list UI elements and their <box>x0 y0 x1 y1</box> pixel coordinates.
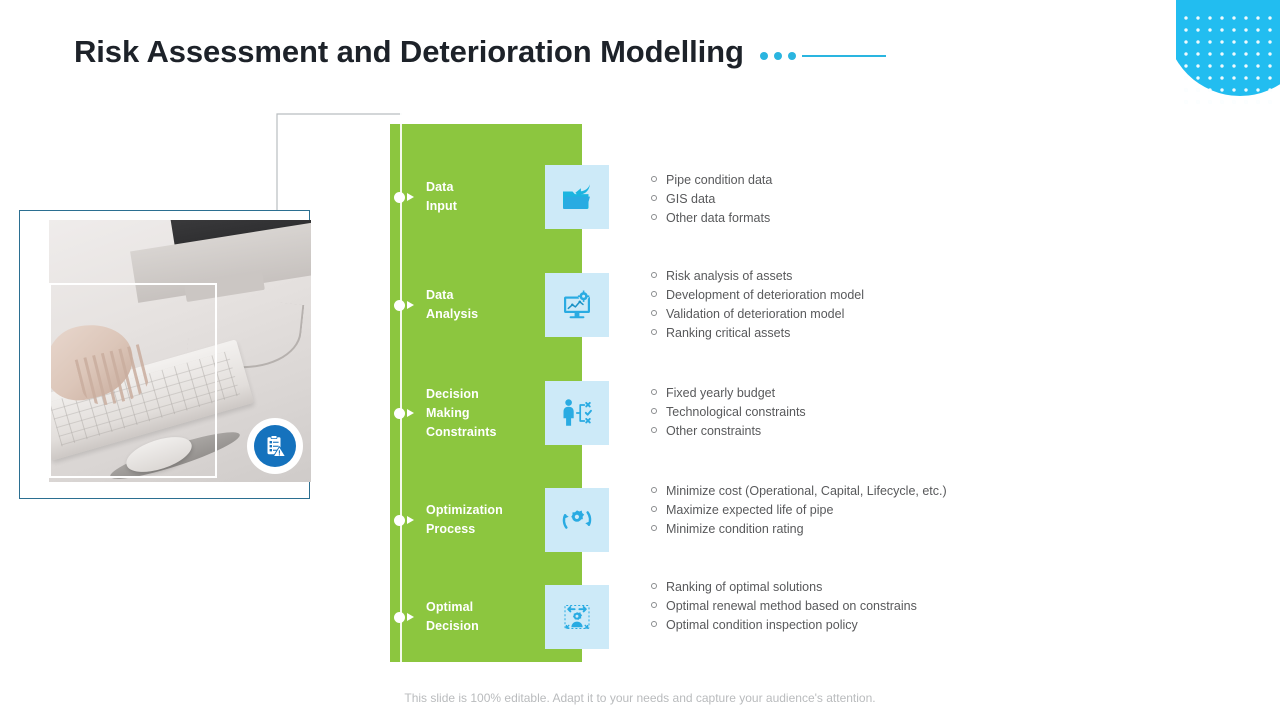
bullet-marker-icon <box>651 389 657 395</box>
footer-note: This slide is 100% editable. Adapt it to… <box>404 691 876 705</box>
list-item: Optimal renewal method based on constrai… <box>651 597 917 616</box>
bullet-marker-icon <box>651 195 657 201</box>
bullet-list-data-input: Pipe condition data GIS data Other data … <box>651 171 772 228</box>
risk-badge <box>247 418 303 474</box>
bullet-marker-icon <box>651 329 657 335</box>
accent-rule <box>801 55 886 57</box>
list-item: Ranking critical assets <box>651 324 864 343</box>
accent-dot-icon <box>787 52 796 60</box>
person-decision-tree-icon <box>545 381 609 445</box>
step-marker-icon <box>394 407 414 419</box>
step-marker-icon <box>394 191 414 203</box>
bullet-marker-icon <box>651 272 657 278</box>
list-item: GIS data <box>651 190 772 209</box>
open-folder-icon <box>545 165 609 229</box>
person-gear-arrows-icon <box>545 585 609 649</box>
bullet-list-data-analysis: Risk analysis of assets Development of d… <box>651 267 864 343</box>
bullet-marker-icon <box>651 487 657 493</box>
list-item: Development of deterioration model <box>651 286 864 305</box>
bullet-list-optimization-process: Minimize cost (Operational, Capital, Lif… <box>651 482 947 539</box>
bullet-list-optimal-decision: Ranking of optimal solutions Optimal ren… <box>651 578 917 635</box>
list-item: Risk analysis of assets <box>651 267 864 286</box>
step-marker-icon <box>394 514 414 526</box>
bullet-marker-icon <box>651 506 657 512</box>
accent-dot-icon <box>773 52 782 60</box>
bullet-marker-icon <box>651 602 657 608</box>
list-item: Other constraints <box>651 422 806 441</box>
corner-dots-outer <box>1180 12 1276 104</box>
list-item: Minimize condition rating <box>651 520 947 539</box>
step-label: Optimization Process <box>426 503 503 536</box>
bullet-marker-icon <box>651 291 657 297</box>
step-marker-icon <box>394 611 414 623</box>
page-title: Risk Assessment and Deterioration Modell… <box>74 34 744 69</box>
list-item: Pipe condition data <box>651 171 772 190</box>
monitor-analytics-gear-icon <box>545 273 609 337</box>
step-label: Optimal Decision <box>426 600 479 633</box>
bullet-marker-icon <box>651 621 657 627</box>
accent-dot-icon <box>759 52 768 60</box>
list-item: Other data formats <box>651 209 772 228</box>
list-item: Maximize expected life of pipe <box>651 501 947 520</box>
list-item: Validation of deterioration model <box>651 305 864 324</box>
list-item: Minimize cost (Operational, Capital, Lif… <box>651 482 947 501</box>
clipboard-risk-icon <box>254 425 296 467</box>
bullet-marker-icon <box>651 176 657 182</box>
step-label: Data Input <box>426 180 458 213</box>
list-item: Optimal condition inspection policy <box>651 616 917 635</box>
process-rail <box>400 105 402 665</box>
title-accent-decoration <box>759 44 886 60</box>
bullet-marker-icon <box>651 214 657 220</box>
bullet-marker-icon <box>651 408 657 414</box>
step-marker-icon <box>394 299 414 311</box>
step-label: Decision Making Constraints <box>426 386 497 439</box>
bullet-list-decision-making-constraints: Fixed yearly budget Technological constr… <box>651 384 806 441</box>
step-label: Data Analysis <box>426 288 479 321</box>
gear-refresh-icon <box>545 488 609 552</box>
corner-circle-shape <box>1176 0 1280 96</box>
list-item: Fixed yearly budget <box>651 384 806 403</box>
corner-dots-icon <box>1180 12 1276 104</box>
bullet-marker-icon <box>651 525 657 531</box>
list-item: Technological constraints <box>651 403 806 422</box>
list-item: Ranking of optimal solutions <box>651 578 917 597</box>
bullet-marker-icon <box>651 583 657 589</box>
bullet-marker-icon <box>651 310 657 316</box>
corner-decoration <box>1176 0 1280 104</box>
title-row: Risk Assessment and Deterioration Modell… <box>74 34 886 70</box>
bullet-marker-icon <box>651 427 657 433</box>
